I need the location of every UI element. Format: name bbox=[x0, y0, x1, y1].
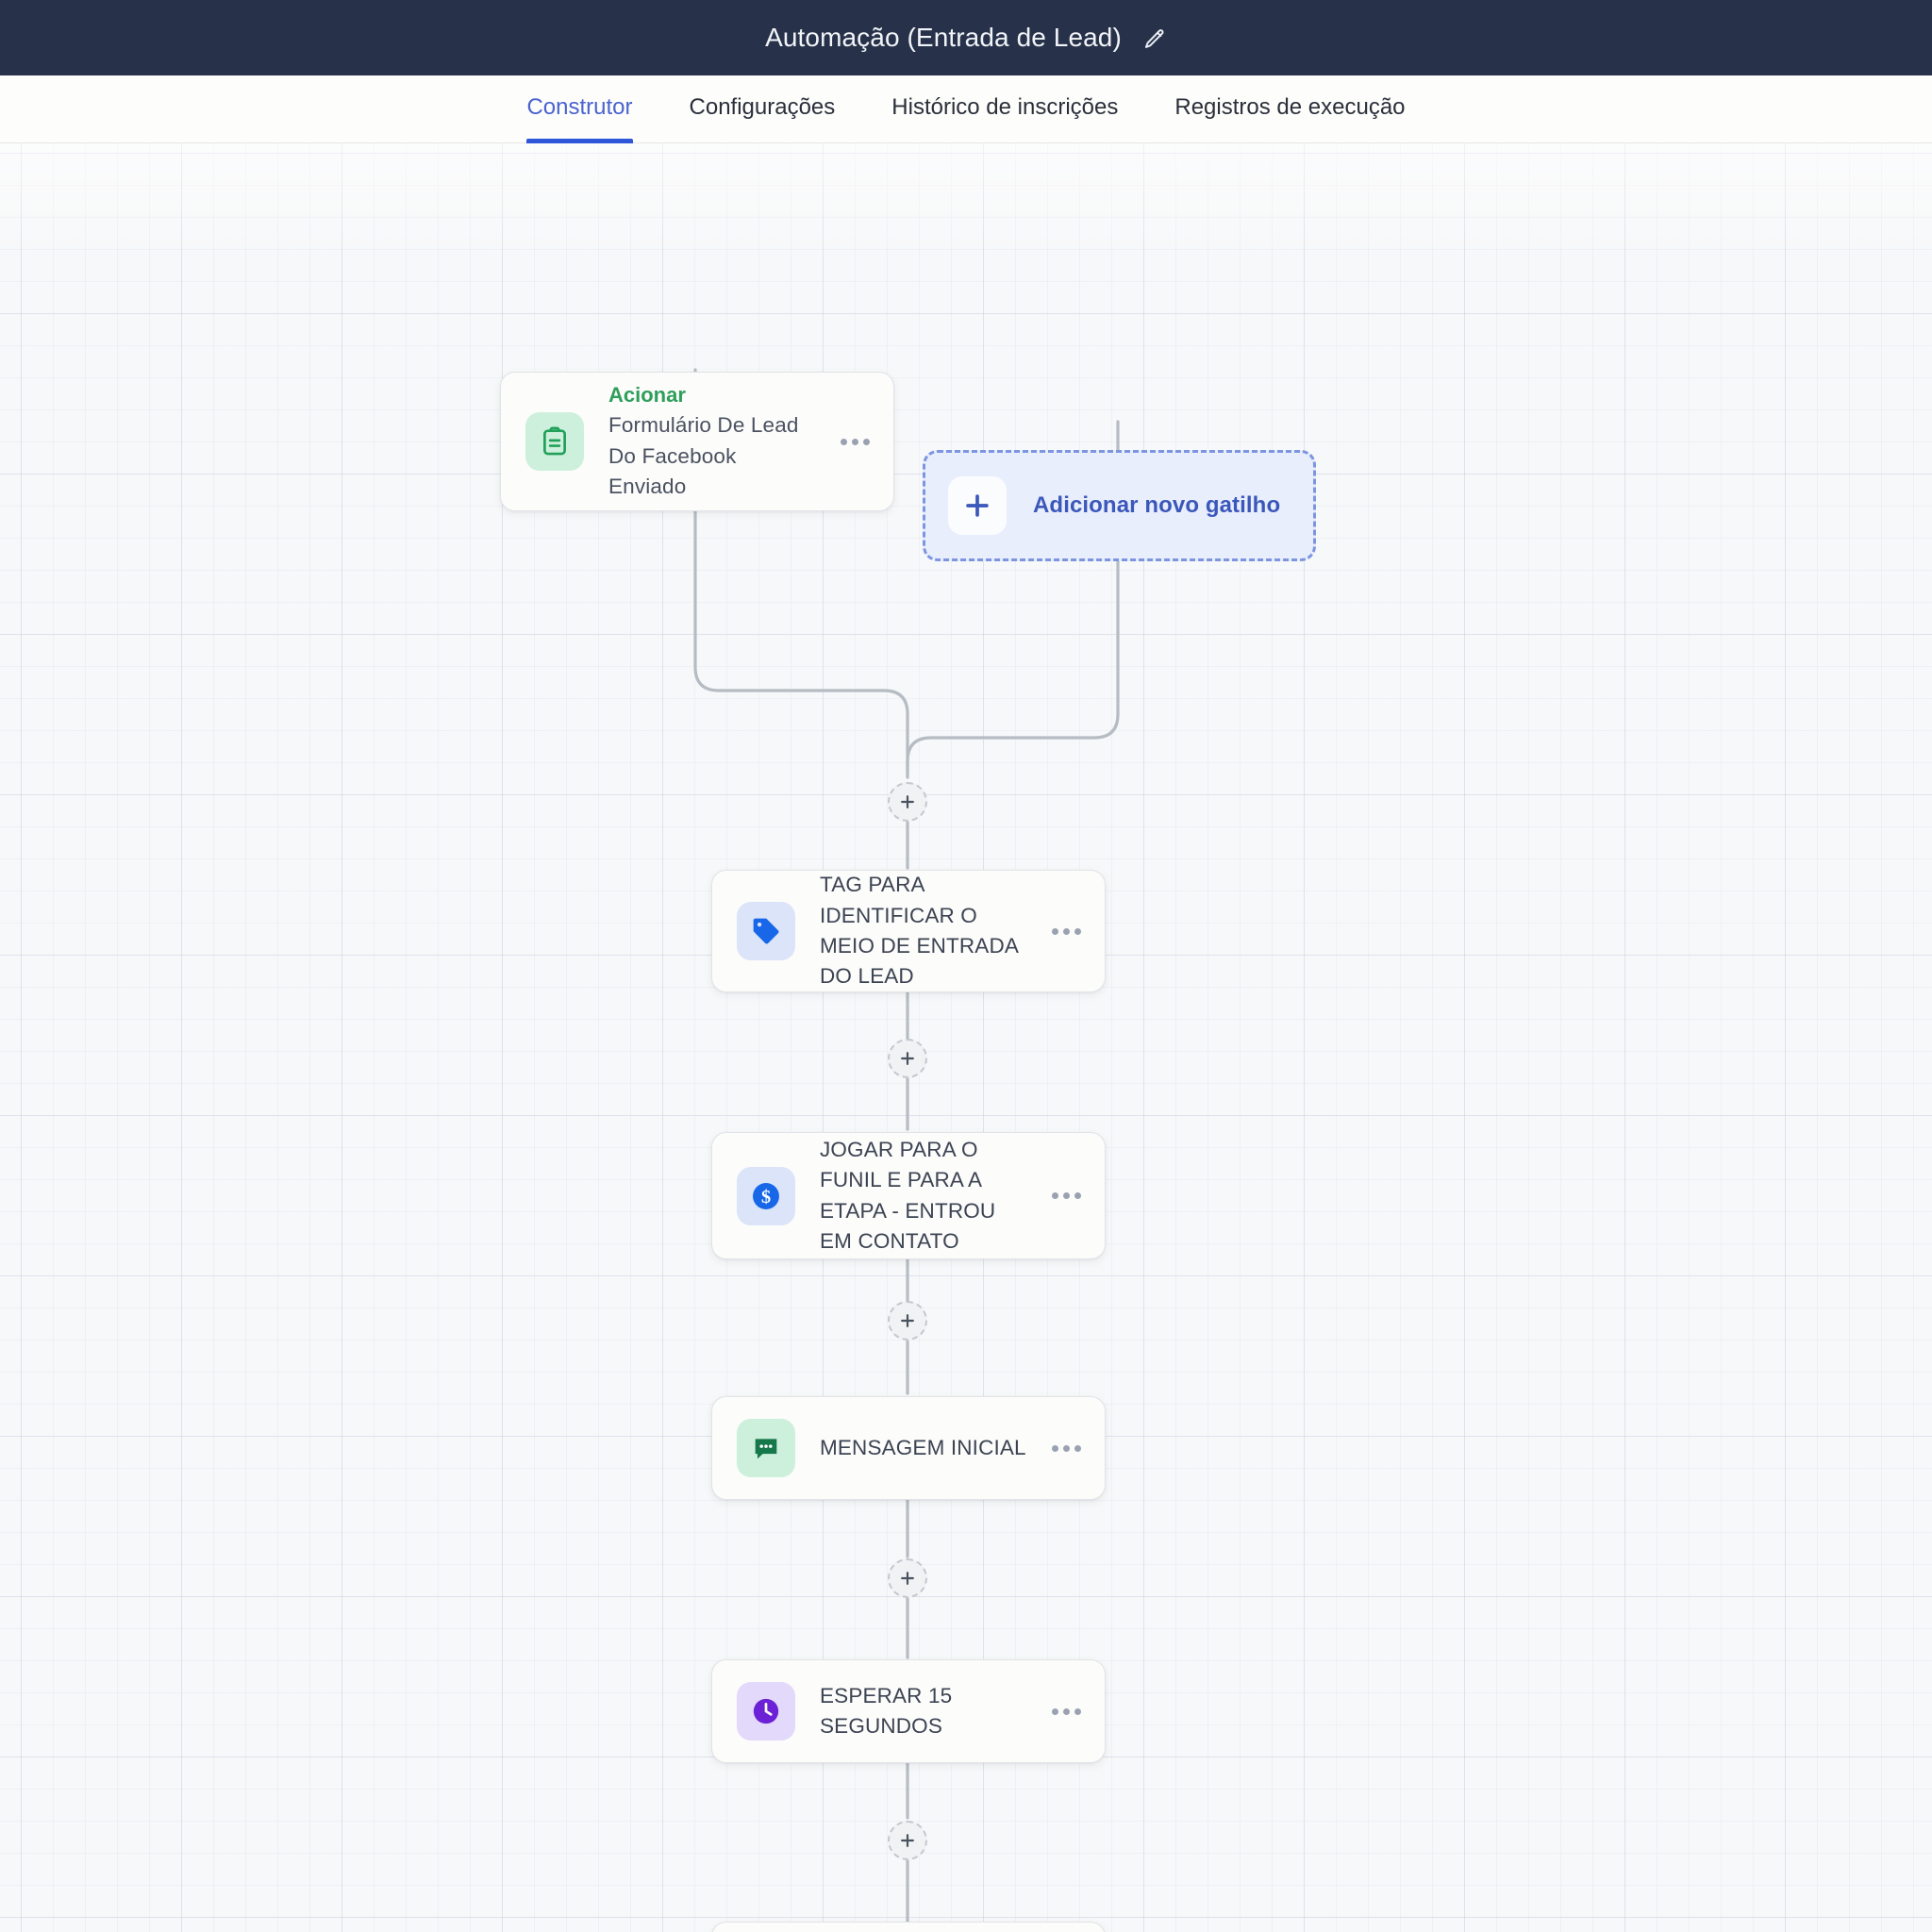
trigger-node[interactable]: Acionar Formulário De Lead Do Facebook E… bbox=[500, 372, 894, 511]
action-node-tag-body: TAG PARA IDENTIFICAR O MEIO DE ENTRADA D… bbox=[795, 870, 1041, 992]
plus-connector-1[interactable] bbox=[888, 782, 927, 822]
action-node-message-body: MENSAGEM INICIAL bbox=[795, 1433, 1041, 1463]
add-trigger-button[interactable]: Adicionar novo gatilho bbox=[923, 450, 1316, 561]
plus-connector-2[interactable] bbox=[888, 1039, 927, 1078]
action-node-message-more-options[interactable] bbox=[1041, 1444, 1091, 1452]
action-node-wait-body: ESPERAR 15 SEGUNDOS bbox=[795, 1681, 1041, 1742]
action-node-funnel-icon-wrap: $ bbox=[737, 1166, 795, 1225]
action-node-tag-more-options[interactable] bbox=[1041, 927, 1091, 935]
automation-canvas[interactable]: Acionar Formulário De Lead Do Facebook E… bbox=[0, 143, 1932, 1932]
trigger-node-title: Formulário De Lead Do Facebook Enviado bbox=[608, 413, 799, 498]
dollar-circle-icon: $ bbox=[753, 1182, 779, 1209]
action-node-funnel-more-options[interactable] bbox=[1041, 1192, 1091, 1199]
action-node-funnel[interactable]: $ JOGAR PARA O FUNIL E PARA A ETAPA - EN… bbox=[711, 1132, 1106, 1259]
trigger-node-more-options[interactable] bbox=[829, 438, 880, 445]
action-node-message[interactable]: MENSAGEM INICIAL bbox=[711, 1396, 1106, 1500]
plus-icon bbox=[966, 494, 989, 517]
app-header: Automação (Entrada de Lead) bbox=[0, 0, 1932, 75]
action-node-tag[interactable]: TAG PARA IDENTIFICAR O MEIO DE ENTRADA D… bbox=[711, 870, 1106, 992]
action-node-wait-icon-wrap bbox=[737, 1682, 795, 1740]
page-title: Automação (Entrada de Lead) bbox=[765, 23, 1122, 52]
tab-bar: Construtor Configurações Histórico de in… bbox=[0, 75, 1932, 143]
chat-bubble-icon bbox=[755, 1439, 777, 1459]
tab-registros-execucao-label: Registros de execução bbox=[1174, 94, 1406, 120]
tab-construtor-label: Construtor bbox=[526, 94, 633, 120]
clock-icon bbox=[753, 1698, 779, 1724]
tab-configuracoes-label: Configurações bbox=[689, 94, 836, 120]
plus-icon bbox=[901, 1572, 914, 1585]
tab-historico-inscricoes-label: Histórico de inscrições bbox=[891, 94, 1119, 120]
clipboard-icon bbox=[543, 426, 566, 456]
tab-registros-execucao[interactable]: Registros de execução bbox=[1146, 75, 1433, 143]
plus-connector-4[interactable] bbox=[888, 1558, 927, 1598]
action-node-wait-more-options[interactable] bbox=[1041, 1707, 1091, 1715]
trigger-node-icon-wrap bbox=[525, 412, 584, 471]
tab-historico-inscricoes[interactable]: Histórico de inscrições bbox=[863, 75, 1146, 143]
tab-configuracoes[interactable]: Configurações bbox=[661, 75, 864, 143]
action-node-funnel-title: JOGAR PARA O FUNIL E PARA A ETAPA - ENTR… bbox=[820, 1137, 996, 1253]
plus-icon bbox=[901, 795, 914, 808]
action-node-funnel-body: JOGAR PARA O FUNIL E PARA A ETAPA - ENTR… bbox=[795, 1135, 1041, 1257]
action-node-wait-title: ESPERAR 15 SEGUNDOS bbox=[820, 1683, 953, 1738]
pencil-icon[interactable] bbox=[1142, 27, 1167, 52]
plus-icon bbox=[901, 1834, 914, 1847]
add-trigger-icon-wrap bbox=[948, 476, 1007, 535]
action-node-tag-icon-wrap bbox=[737, 902, 795, 960]
tab-construtor[interactable]: Construtor bbox=[498, 75, 660, 143]
trigger-node-kicker: Acionar bbox=[608, 382, 686, 407]
plus-icon bbox=[901, 1052, 914, 1065]
action-node-audio[interactable]: ÁUDIO/MENSAGEM PARA FILTRAR O LEAD bbox=[711, 1922, 1106, 1932]
plus-connector-3[interactable] bbox=[888, 1301, 927, 1341]
action-node-message-title: MENSAGEM INICIAL bbox=[820, 1435, 1026, 1459]
action-node-message-icon-wrap bbox=[737, 1419, 795, 1477]
action-node-wait[interactable]: ESPERAR 15 SEGUNDOS bbox=[711, 1659, 1106, 1763]
tag-icon bbox=[753, 918, 779, 944]
action-node-tag-title: TAG PARA IDENTIFICAR O MEIO DE ENTRADA D… bbox=[820, 873, 1018, 989]
plus-icon bbox=[901, 1314, 914, 1327]
svg-text:$: $ bbox=[761, 1186, 771, 1207]
plus-connector-5[interactable] bbox=[888, 1821, 927, 1860]
add-trigger-label: Adicionar novo gatilho bbox=[1033, 492, 1281, 518]
trigger-node-body: Acionar Formulário De Lead Do Facebook E… bbox=[584, 381, 829, 503]
